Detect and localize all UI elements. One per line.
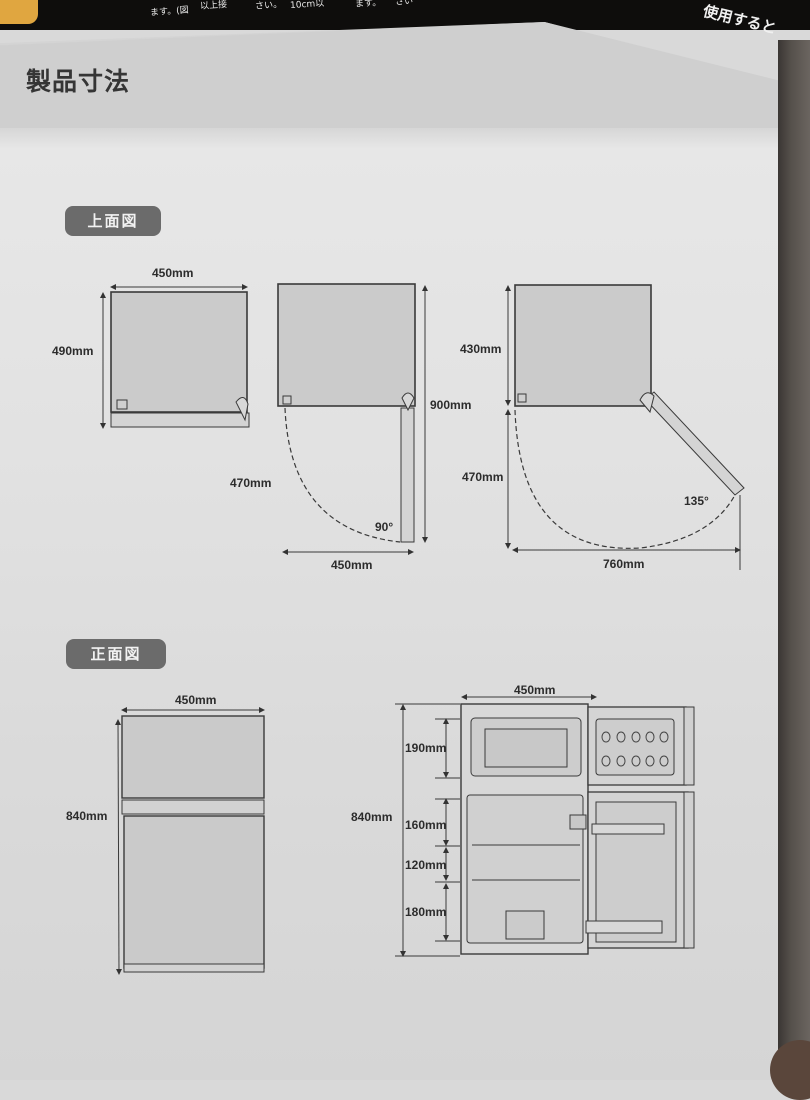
top-view-open-135 bbox=[505, 284, 745, 570]
dim-front-open-middle-shelf: 120mm bbox=[405, 858, 447, 872]
background-strip: ます。(図 以上接 さい。 10cm以 ます。 さい bbox=[0, 0, 810, 30]
dim-top-90-angle: 90° bbox=[375, 520, 394, 534]
yellow-tab bbox=[0, 0, 38, 24]
dim-top-closed-width: 450mm bbox=[152, 266, 194, 280]
top-view-open-90 bbox=[277, 283, 428, 555]
section-label-top-view: 上面図 bbox=[65, 206, 161, 236]
dim-front-open-height: 840mm bbox=[351, 810, 393, 824]
front-view-open bbox=[395, 694, 695, 957]
dim-top-135-angle: 135° bbox=[684, 494, 709, 508]
page-title: 製品寸法 bbox=[26, 67, 131, 96]
section-label-front-view: 正面図 bbox=[66, 639, 166, 669]
dim-front-open-width: 450mm bbox=[514, 683, 556, 697]
dim-front-closed-width: 450mm bbox=[175, 693, 217, 707]
dim-top-90-swing: 470mm bbox=[230, 476, 272, 490]
dim-top-90-total-depth: 900mm bbox=[430, 398, 472, 412]
dim-front-open-bottom-shelf: 180mm bbox=[405, 905, 447, 919]
page-edge bbox=[778, 40, 810, 1080]
dim-top-closed-depth: 490mm bbox=[52, 344, 94, 358]
front-view-closed bbox=[115, 707, 265, 975]
dim-front-open-upper-shelf: 160mm bbox=[405, 818, 447, 832]
dim-top-135-width: 760mm bbox=[603, 557, 645, 571]
top-view-closed bbox=[100, 284, 250, 429]
dim-top-135-body-depth: 430mm bbox=[460, 342, 502, 356]
dim-top-90-width: 450mm bbox=[331, 558, 373, 572]
dim-front-open-freezer: 190mm bbox=[405, 741, 447, 755]
dim-front-closed-height: 840mm bbox=[66, 809, 108, 823]
dim-top-135-swing: 470mm bbox=[462, 470, 504, 484]
